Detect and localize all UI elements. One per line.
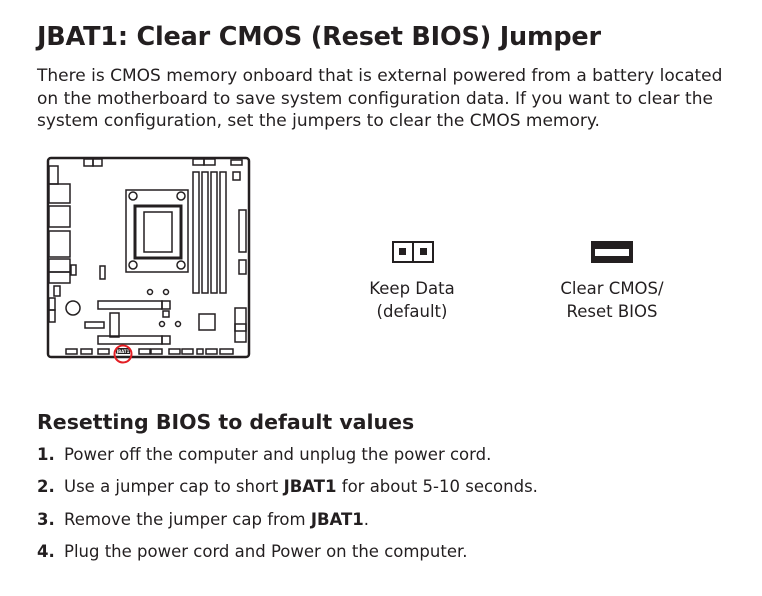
step-bold-text: JBAT1 xyxy=(310,509,364,529)
pcie-slot-latch xyxy=(161,300,171,310)
dimm-slot xyxy=(192,171,200,294)
option-line: Reset BIOS xyxy=(566,302,658,321)
option-line: Keep Data xyxy=(369,279,455,298)
board-outline xyxy=(46,156,251,359)
bottom-header xyxy=(150,348,163,355)
step-item: 4. Plug the power cord and Power on the c… xyxy=(37,542,538,574)
dimm-slot xyxy=(201,171,209,294)
jumper-open-icon xyxy=(392,241,434,263)
io-port xyxy=(48,230,71,258)
step-number: 3. xyxy=(37,509,55,529)
motherboard-diagram: JBAT1 xyxy=(46,156,251,364)
standoff xyxy=(158,320,166,328)
step-text: Remove the jumper cap from xyxy=(64,509,311,529)
bottom-header xyxy=(97,348,110,355)
small-header xyxy=(70,264,77,276)
io-port xyxy=(48,309,56,323)
step-text: Use a jumper cap to short xyxy=(64,477,284,497)
mount-hole xyxy=(176,191,186,201)
step-bold-text: JBAT1 xyxy=(283,477,337,497)
chipset xyxy=(198,313,216,331)
bottom-header xyxy=(138,348,151,355)
header xyxy=(238,259,247,275)
top-connector xyxy=(83,158,94,167)
top-connector xyxy=(192,158,205,166)
step-text: Plug the power cord and Power on the com… xyxy=(64,541,468,561)
bottom-header xyxy=(168,348,181,355)
jbat1-highlight-circle xyxy=(113,344,133,364)
cpu-socket xyxy=(125,189,189,273)
bottom-header xyxy=(205,348,218,355)
top-connector xyxy=(92,158,103,167)
option-line: (default) xyxy=(376,302,448,321)
keep-data-label: Keep Data (default) xyxy=(352,277,472,323)
step-text: Power off the computer and unplug the po… xyxy=(64,445,492,464)
step-item: 2. Use a jumper cap to short JBAT1 for ab… xyxy=(37,477,538,509)
mount-hole xyxy=(128,191,138,201)
pcie-slot-latch xyxy=(162,310,170,318)
clear-cmos-label: Clear CMOS/ Reset BIOS xyxy=(542,277,682,323)
pcie-slot xyxy=(97,335,163,345)
sata-port xyxy=(234,307,247,343)
cpu-socket-frame xyxy=(133,204,183,260)
bottom-header xyxy=(65,348,78,355)
cpu-die xyxy=(143,211,173,253)
pcie-slot xyxy=(97,300,163,310)
intro-paragraph: There is CMOS memory onboard that is ext… xyxy=(37,66,723,131)
mount-hole xyxy=(176,260,186,270)
standoff xyxy=(162,288,170,296)
battery xyxy=(65,300,81,316)
page-title: JBAT1: Clear CMOS (Reset BIOS) Jumper xyxy=(37,22,601,52)
io-port xyxy=(48,271,71,284)
io-port xyxy=(48,165,59,185)
standoff xyxy=(174,320,182,328)
io-port xyxy=(48,258,71,273)
mount-hole xyxy=(128,260,138,270)
io-port xyxy=(53,285,61,297)
step-number: 4. xyxy=(37,541,55,561)
atx-power xyxy=(238,209,247,253)
step-number: 1. xyxy=(37,445,55,464)
io-port xyxy=(48,205,71,228)
pcie-slot xyxy=(84,321,105,329)
step-item: 1. Power off the computer and unplug the … xyxy=(37,445,538,477)
m2-slot xyxy=(109,312,120,338)
header xyxy=(232,171,241,181)
sata-port xyxy=(234,323,247,332)
jbat1-board-label: JBAT1 xyxy=(116,349,130,354)
option-line: Clear CMOS/ xyxy=(560,279,664,298)
step-text: for about 5-10 seconds. xyxy=(336,477,538,497)
dimm-slot xyxy=(210,171,218,294)
step-text: . xyxy=(363,509,370,529)
step-item: 3. Remove the jumper cap from JBAT1. xyxy=(37,510,538,542)
step-number: 2. xyxy=(37,477,55,497)
bottom-header xyxy=(80,348,93,355)
dimm-slot xyxy=(219,171,227,294)
jumper-closed-icon xyxy=(591,241,633,263)
bottom-header xyxy=(181,348,194,355)
standoff xyxy=(146,288,154,296)
section-title: Resetting BIOS to default values xyxy=(37,410,415,434)
io-port xyxy=(48,183,71,204)
bottom-header xyxy=(219,348,234,355)
bottom-header xyxy=(196,348,204,355)
pcie-slot-latch xyxy=(161,335,171,345)
small-header xyxy=(99,265,106,280)
top-connector xyxy=(230,159,243,166)
io-port xyxy=(48,297,56,311)
top-connector xyxy=(203,158,216,166)
steps-list: 1. Power off the computer and unplug the … xyxy=(37,445,538,574)
jbat1-header xyxy=(116,348,130,354)
